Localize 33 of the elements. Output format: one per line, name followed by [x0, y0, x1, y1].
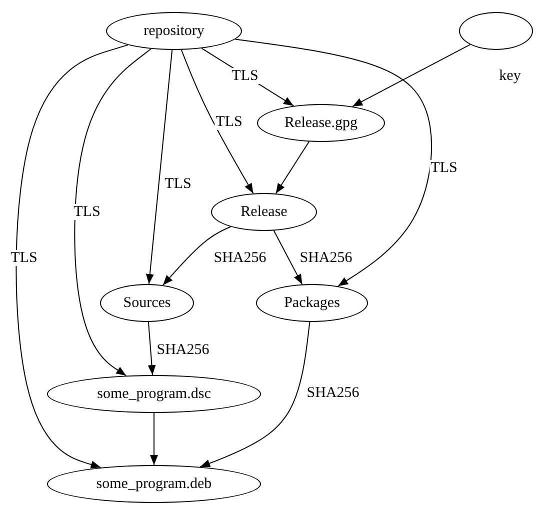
arrow — [352, 44, 471, 107]
node-label: Release — [240, 204, 288, 220]
node-label: some_program.dsc — [97, 386, 211, 402]
node-label: Sources — [123, 294, 171, 312]
ellipse-node — [256, 284, 368, 322]
ellipse-node — [47, 375, 261, 413]
ellipse-node — [257, 104, 385, 142]
ellipse-node — [47, 465, 261, 503]
arrow — [148, 322, 156, 376]
arrow — [234, 38, 432, 287]
node-label: repository — [144, 22, 204, 40]
edge-label: TLS — [430, 160, 458, 176]
node-label: Release.gpg — [284, 114, 358, 132]
ellipse-node — [106, 12, 242, 50]
arrow — [150, 412, 158, 466]
edge-label: TLS — [230, 68, 260, 84]
ellipse-node — [100, 284, 194, 322]
edge-label: key — [498, 68, 522, 84]
arrow — [273, 230, 303, 285]
node-label: some_program.deb — [96, 476, 212, 492]
edge-label: TLS — [10, 250, 38, 266]
ellipse-node — [459, 12, 533, 50]
node-label: Packages — [284, 294, 340, 312]
arrow — [180, 49, 254, 194]
arrow — [74, 48, 152, 376]
arrow — [16, 44, 128, 468]
arrow — [200, 321, 310, 468]
arrow — [162, 226, 232, 286]
arrow — [275, 141, 310, 194]
arrow — [146, 50, 173, 285]
edge-label: TLS — [72, 204, 102, 220]
edge-label: TLS — [214, 114, 244, 130]
ellipse-node — [211, 193, 317, 231]
